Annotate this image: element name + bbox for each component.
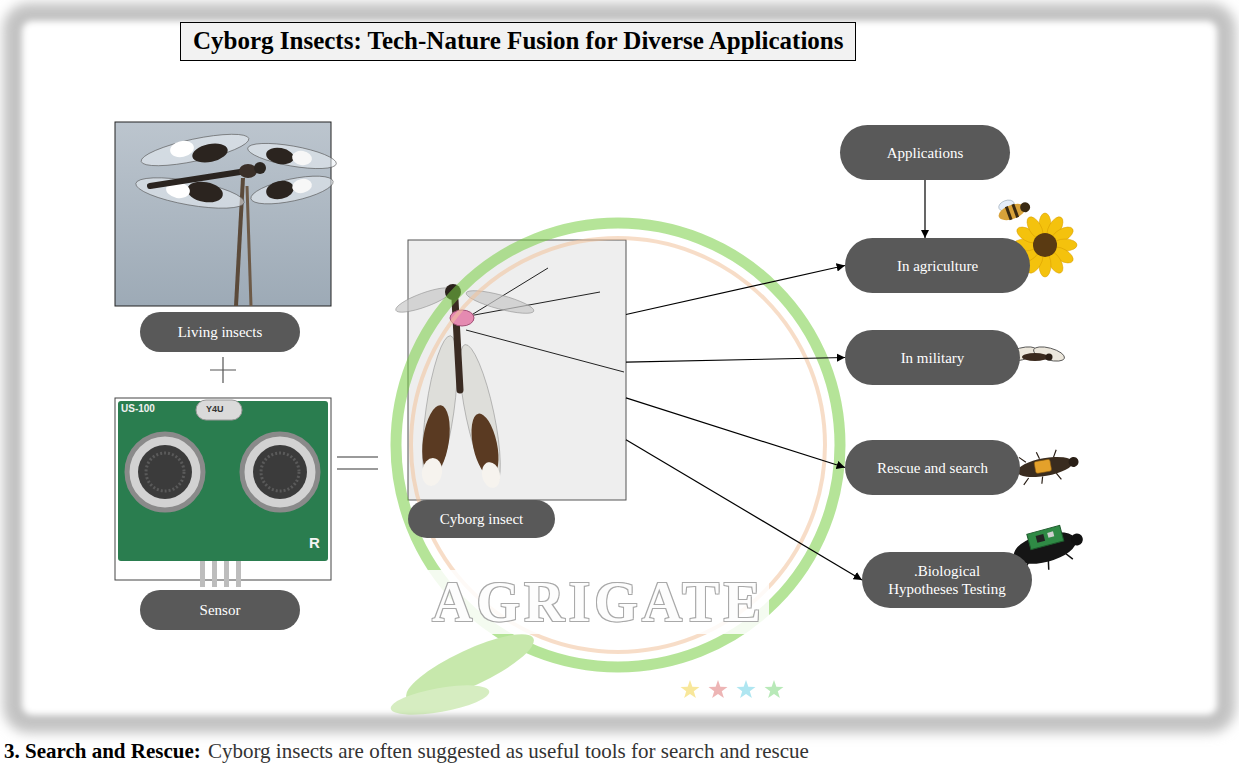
watermark-logo (764, 680, 783, 698)
watermark-text: AGRIGATE (428, 570, 769, 634)
dragonfly-photo (115, 122, 338, 306)
input-label-box: Sensor (140, 590, 300, 630)
cyborg-dragonfly-photo (408, 240, 626, 500)
arrow-connector (626, 358, 845, 363)
node-text: Cyborg insect (408, 500, 555, 538)
sunflower-bee-icon (1011, 204, 1019, 218)
dragonfly-photo (246, 138, 338, 173)
military-insect-icon (1046, 354, 1053, 361)
sensor-photo (253, 445, 307, 499)
watermark-logo (736, 680, 755, 698)
watermark-logo (680, 680, 699, 698)
arrow-connector (626, 398, 845, 468)
military-insect-icon (1022, 353, 1048, 361)
node-text: Applications (887, 144, 964, 162)
sensor-photo (146, 453, 184, 491)
arrow-connector (626, 440, 862, 580)
watermark-logo (708, 680, 727, 698)
dragonfly-photo (191, 140, 230, 165)
dragonfly-photo (264, 178, 295, 201)
board-marking: R (309, 534, 320, 551)
dragonfly-photo (247, 186, 251, 306)
application-box: In military (845, 330, 1020, 385)
dragonfly-photo (186, 179, 225, 205)
arrow-connector (924, 180, 925, 238)
diagram-title: Cyborg Insects: Tech-Nature Fusion for D… (193, 27, 843, 54)
dragonfly-photo (249, 171, 336, 210)
sensor-photo (200, 561, 205, 587)
input-label-box: Living insects (140, 312, 300, 352)
header-box: Applications (840, 125, 1010, 180)
dragonfly-photo (239, 164, 257, 178)
sensor-photo (196, 400, 242, 420)
title-box: Cyborg Insects: Tech-Nature Fusion for D… (180, 22, 856, 61)
node-text: In agriculture (897, 257, 978, 275)
section-heading: 3. Search and Rescue: (4, 739, 201, 764)
frame-border (3, 3, 1236, 733)
sensor-photo (261, 453, 299, 491)
application-box: .Biological Hypotheses Testing (862, 552, 1032, 608)
frame-border (3, 3, 1236, 733)
cyborg-dragonfly-photo (464, 286, 535, 318)
frame-border (22, 21, 1217, 715)
beetle-backpack-icon (1047, 531, 1054, 537)
arrow-connector (626, 266, 845, 315)
watermark-logo (389, 679, 492, 720)
beetle-backpack-icon (1036, 534, 1046, 543)
cyborg-dragonfly-photo (420, 457, 444, 488)
sensor-photo (115, 398, 331, 587)
sensor-photo (115, 398, 331, 580)
sensor-photo (242, 434, 318, 510)
watermark-logo (411, 238, 825, 652)
sunflower-bee-icon (994, 193, 1032, 223)
dragonfly-photo (254, 162, 266, 174)
sunflower-bee-icon (1005, 206, 1013, 220)
rescue-beetle-icon (1068, 456, 1080, 468)
dragonfly-photo (134, 172, 246, 215)
board-marking: US-100 (121, 403, 155, 414)
application-box: Rescue and search (845, 440, 1020, 495)
sensor-photo (236, 561, 241, 587)
beetle-backpack-icon (1027, 525, 1064, 549)
node-text: Sensor (200, 601, 241, 619)
dragonfly-photo (150, 172, 240, 186)
application-box: In agriculture (845, 238, 1030, 293)
equals-symbol (337, 457, 378, 469)
equals-symbol (337, 457, 378, 469)
dragonfly-photo (265, 146, 295, 167)
plus-symbol (210, 357, 236, 383)
dragonfly-photo (169, 139, 196, 160)
rescue-beetle-icon (1016, 453, 1074, 480)
rescue-beetle-icon (1034, 459, 1052, 474)
dragonfly-photo (291, 149, 313, 166)
sensor-photo (224, 561, 229, 587)
sensor-photo (212, 561, 217, 587)
watermark-logo (389, 223, 840, 721)
dragonfly-photo (291, 177, 313, 195)
sensor-photo (127, 434, 203, 510)
dragonfly-photo (139, 128, 251, 172)
node-text: Living insects (178, 323, 263, 341)
plus-symbol (210, 357, 236, 383)
node-text: .Biological Hypotheses Testing (881, 562, 1013, 598)
sensor-photo (138, 445, 192, 499)
board-marking: Y4U (206, 404, 224, 414)
sensor-photo (118, 401, 328, 561)
rescue-beetle-icon (1015, 445, 1082, 487)
sunflower-bee-icon (1033, 233, 1057, 257)
node-text: Rescue and search (877, 459, 988, 477)
cyborg-dragonfly-photo (393, 240, 626, 500)
body-text: Cyborg insects are often suggested as us… (208, 739, 809, 764)
sunflower-bee-icon (1019, 201, 1032, 214)
beetle-backpack-icon (1070, 532, 1085, 547)
node-text: In military (901, 349, 965, 367)
cyborg-dragonfly-photo (458, 268, 624, 372)
result-photo-box: Cyborg insect (408, 240, 626, 538)
cyborg-dragonfly-photo (479, 460, 502, 489)
